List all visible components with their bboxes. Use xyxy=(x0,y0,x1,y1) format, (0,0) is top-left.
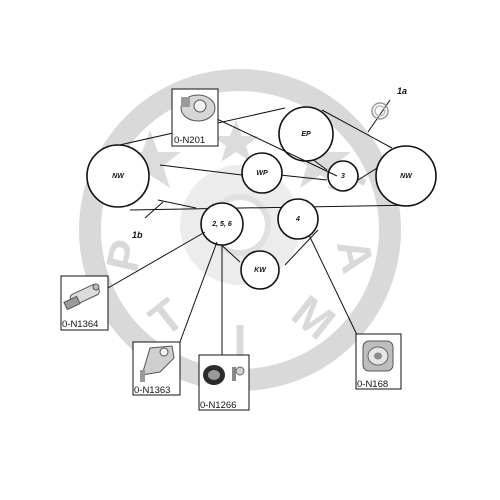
belt-segment xyxy=(279,174,328,181)
hydraulic-damper-image xyxy=(63,283,100,311)
nw-left-label: NW xyxy=(112,173,125,180)
belt-segment xyxy=(321,109,393,149)
part-0-n1266-label: 0-N1266 xyxy=(200,400,236,411)
belt-ring-icon-inner xyxy=(374,105,386,117)
belt-ring-icon xyxy=(371,102,389,120)
watermark-star-icon xyxy=(119,130,181,188)
watermark-stars xyxy=(119,120,351,188)
tensioner-3-label: 3 xyxy=(341,173,345,180)
idler-256-label: 2, 5, 6 xyxy=(211,221,232,228)
callout-1a: 1a xyxy=(397,86,407,96)
idler-4-label: 4 xyxy=(295,216,300,223)
roller-image xyxy=(362,340,394,372)
part-0-n201[interactable]: 0-N201 xyxy=(171,88,219,147)
idler-pulley-image-bolt xyxy=(232,367,236,381)
nw-right-label: NW xyxy=(400,173,413,180)
guide-bracket-image-hole xyxy=(159,347,169,357)
tensioner-pulley-3 xyxy=(327,160,359,192)
part-0-n1363[interactable]: 0-N1363 xyxy=(132,341,181,396)
part-leaders xyxy=(107,118,359,360)
part-0-n1363-label: 0-N1363 xyxy=(134,385,170,396)
belt-segment xyxy=(129,204,416,211)
idler-pulley-image-hub xyxy=(208,370,220,380)
watermark-star-icon xyxy=(213,120,259,162)
part-0-n201-label: 0-N201 xyxy=(174,135,205,146)
belt-segment xyxy=(157,199,197,209)
pulleys xyxy=(86,106,437,290)
tensioner-pulley-image xyxy=(180,94,216,122)
hydraulic-damper-image-eye xyxy=(92,283,100,291)
part-0-n1266[interactable]: 0-N1266 xyxy=(198,354,250,411)
leader-0-n168 xyxy=(308,234,359,338)
belt-ring-icon-outer xyxy=(371,102,389,120)
part-0-n1364[interactable]: 0-N1364 xyxy=(60,275,109,331)
callout-1b: 1b xyxy=(132,230,143,240)
hydraulic-damper-image-rod xyxy=(63,295,81,311)
part-0-n168[interactable]: 0-N168 xyxy=(355,333,402,390)
belt-segment xyxy=(159,164,243,176)
watermark-letter: I xyxy=(234,315,247,367)
part-0-n168-label: 0-N168 xyxy=(357,379,388,390)
leader-0-n1363 xyxy=(176,241,218,351)
wp-label: WP xyxy=(256,170,268,177)
watermark-star-icon xyxy=(289,130,351,188)
leader-0-n201 xyxy=(216,118,338,177)
guide-bracket-image-bolt xyxy=(140,370,145,382)
part-0-n1364-label: 0-N1364 xyxy=(62,319,98,330)
idler-pulley-image-washer xyxy=(235,366,245,376)
roller-image-bore xyxy=(374,352,382,360)
ep-label: EP xyxy=(301,131,311,138)
tensioner-pulley-image-hub xyxy=(193,99,207,113)
tensioner-pulley-image-bracket xyxy=(181,97,190,107)
nw-right-pulley xyxy=(375,145,437,207)
kw-pulley xyxy=(240,250,280,290)
callout-1b-leader xyxy=(144,201,164,219)
idler-pulley-4 xyxy=(277,198,319,240)
idler-pulley-image xyxy=(203,365,245,385)
nw-left-pulley xyxy=(86,144,150,208)
guide-bracket-image xyxy=(140,345,175,382)
kw-label: KW xyxy=(254,267,267,274)
wp-pulley xyxy=(241,152,283,194)
belt-segment xyxy=(284,229,319,266)
leader-0-n1364 xyxy=(107,231,206,289)
